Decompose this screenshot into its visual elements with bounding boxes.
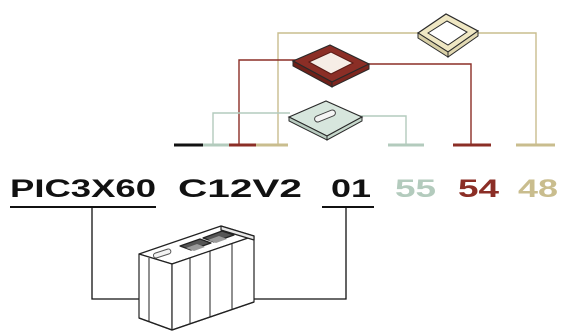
square-frame-tilted-icon <box>416 13 480 58</box>
cover-plate-icon <box>287 100 364 141</box>
square-frame-rust-icon <box>291 44 371 88</box>
connector-mint-right <box>355 115 407 145</box>
connector-lines <box>212 32 537 145</box>
code-segment-01: 01 <box>331 175 371 203</box>
connector-01 <box>250 207 347 300</box>
connector-sand <box>277 32 428 145</box>
code-segment-pic3x60: PIC3X60 <box>10 175 156 203</box>
code-segment-c12v2: C12V2 <box>178 175 302 203</box>
connector-rust-right <box>365 63 472 145</box>
code-segment-54: 54 <box>458 175 499 203</box>
code-segment-55: 55 <box>395 175 436 203</box>
connector-rust <box>238 59 296 145</box>
connector-mint <box>212 112 290 145</box>
box-connectors <box>91 207 347 300</box>
triple-gang-box-icon <box>138 225 255 331</box>
connector-pic3x60 <box>91 207 145 300</box>
code-segment-48: 48 <box>518 175 558 203</box>
product-code: PIC3X60 C12V2 01 55 54 48 <box>10 175 558 203</box>
connector-sand-right <box>466 32 537 145</box>
